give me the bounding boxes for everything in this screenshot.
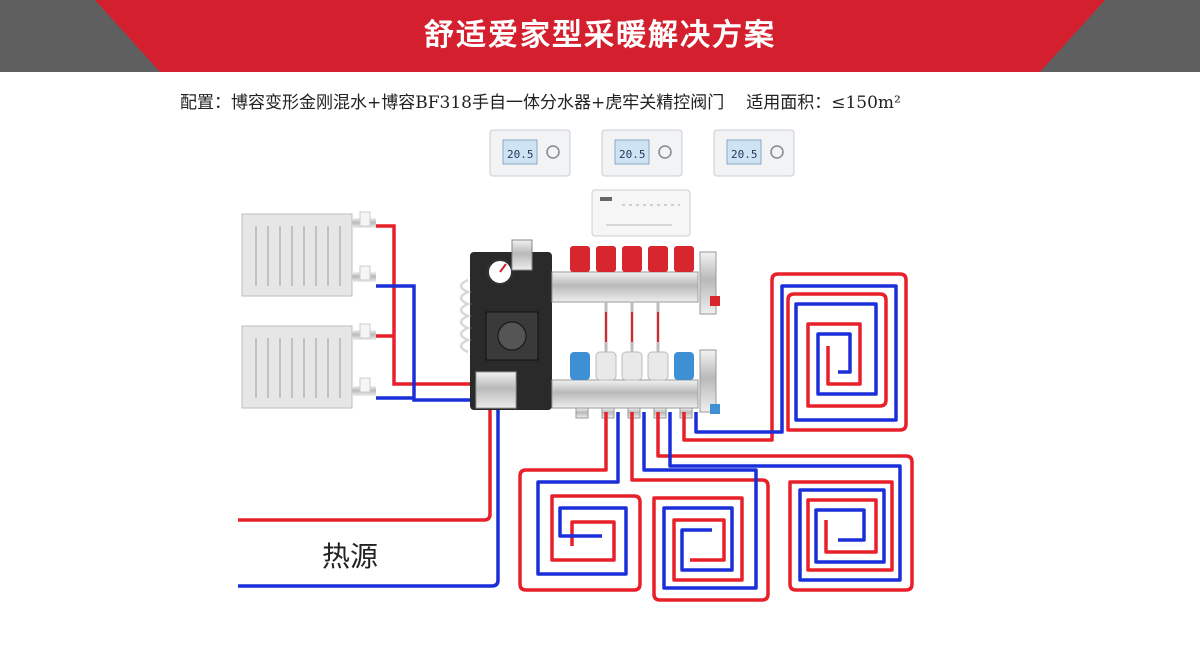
manifold	[551, 246, 720, 419]
radiator-2	[241, 323, 376, 409]
heat-source-label: 热源	[322, 540, 379, 573]
floor-loops	[518, 272, 914, 602]
heat-source-pipes	[238, 408, 500, 588]
configuration-line: 配置：博容变形金刚混水+博容BF318手自一体分水器+虎牢关精控阀门 适用面积：≤…	[180, 88, 1080, 113]
radiator-1	[241, 211, 376, 297]
area-text: 适用面积：≤150m²	[746, 93, 901, 113]
thermostat-1-reading: 20.5	[507, 148, 534, 161]
thermostat-3: 20.5	[713, 129, 795, 177]
banner-background	[0, 0, 1200, 72]
header-banner: 舒适爱家型采暖解决方案	[0, 0, 1200, 72]
mixing-unit	[459, 239, 552, 410]
thermostat-1: 20.5	[489, 129, 571, 177]
control-box	[591, 189, 691, 237]
thermostat-3-reading: 20.5	[731, 148, 758, 161]
page-title: 舒适爱家型采暖解决方案	[424, 18, 776, 53]
radiator-pipes	[376, 224, 480, 402]
thermostat-2-reading: 20.5	[619, 148, 646, 161]
configuration-text: 配置：博容变形金刚混水+博容BF318手自一体分水器+虎牢关精控阀门	[180, 93, 725, 113]
thermostat-2: 20.5	[601, 129, 683, 177]
